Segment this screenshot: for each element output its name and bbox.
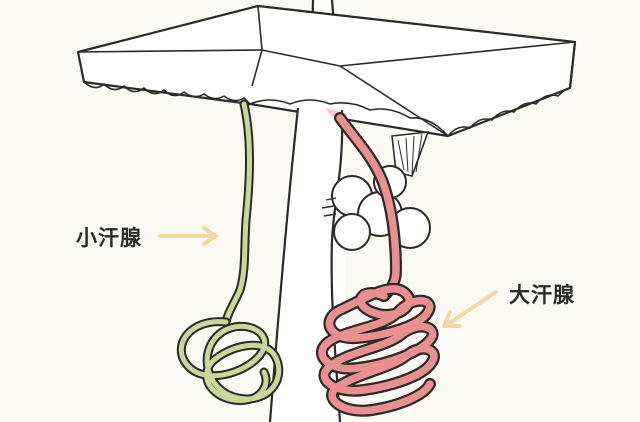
eccrine-pointer-arrow [158, 226, 218, 246]
eccrine-coil [176, 317, 284, 405]
apocrine-sweat-gland [316, 112, 440, 417]
arrector-pili-muscle [391, 131, 430, 177]
eccrine-sweat-gland [176, 99, 284, 405]
apocrine-gland-label: 大汗腺 [509, 283, 575, 307]
eccrine-gland-label: 小汗腺 [76, 226, 142, 250]
apocrine-pointer-arrow [442, 290, 498, 328]
skin-surface [76, 4, 577, 138]
apocrine-coil [316, 282, 440, 417]
